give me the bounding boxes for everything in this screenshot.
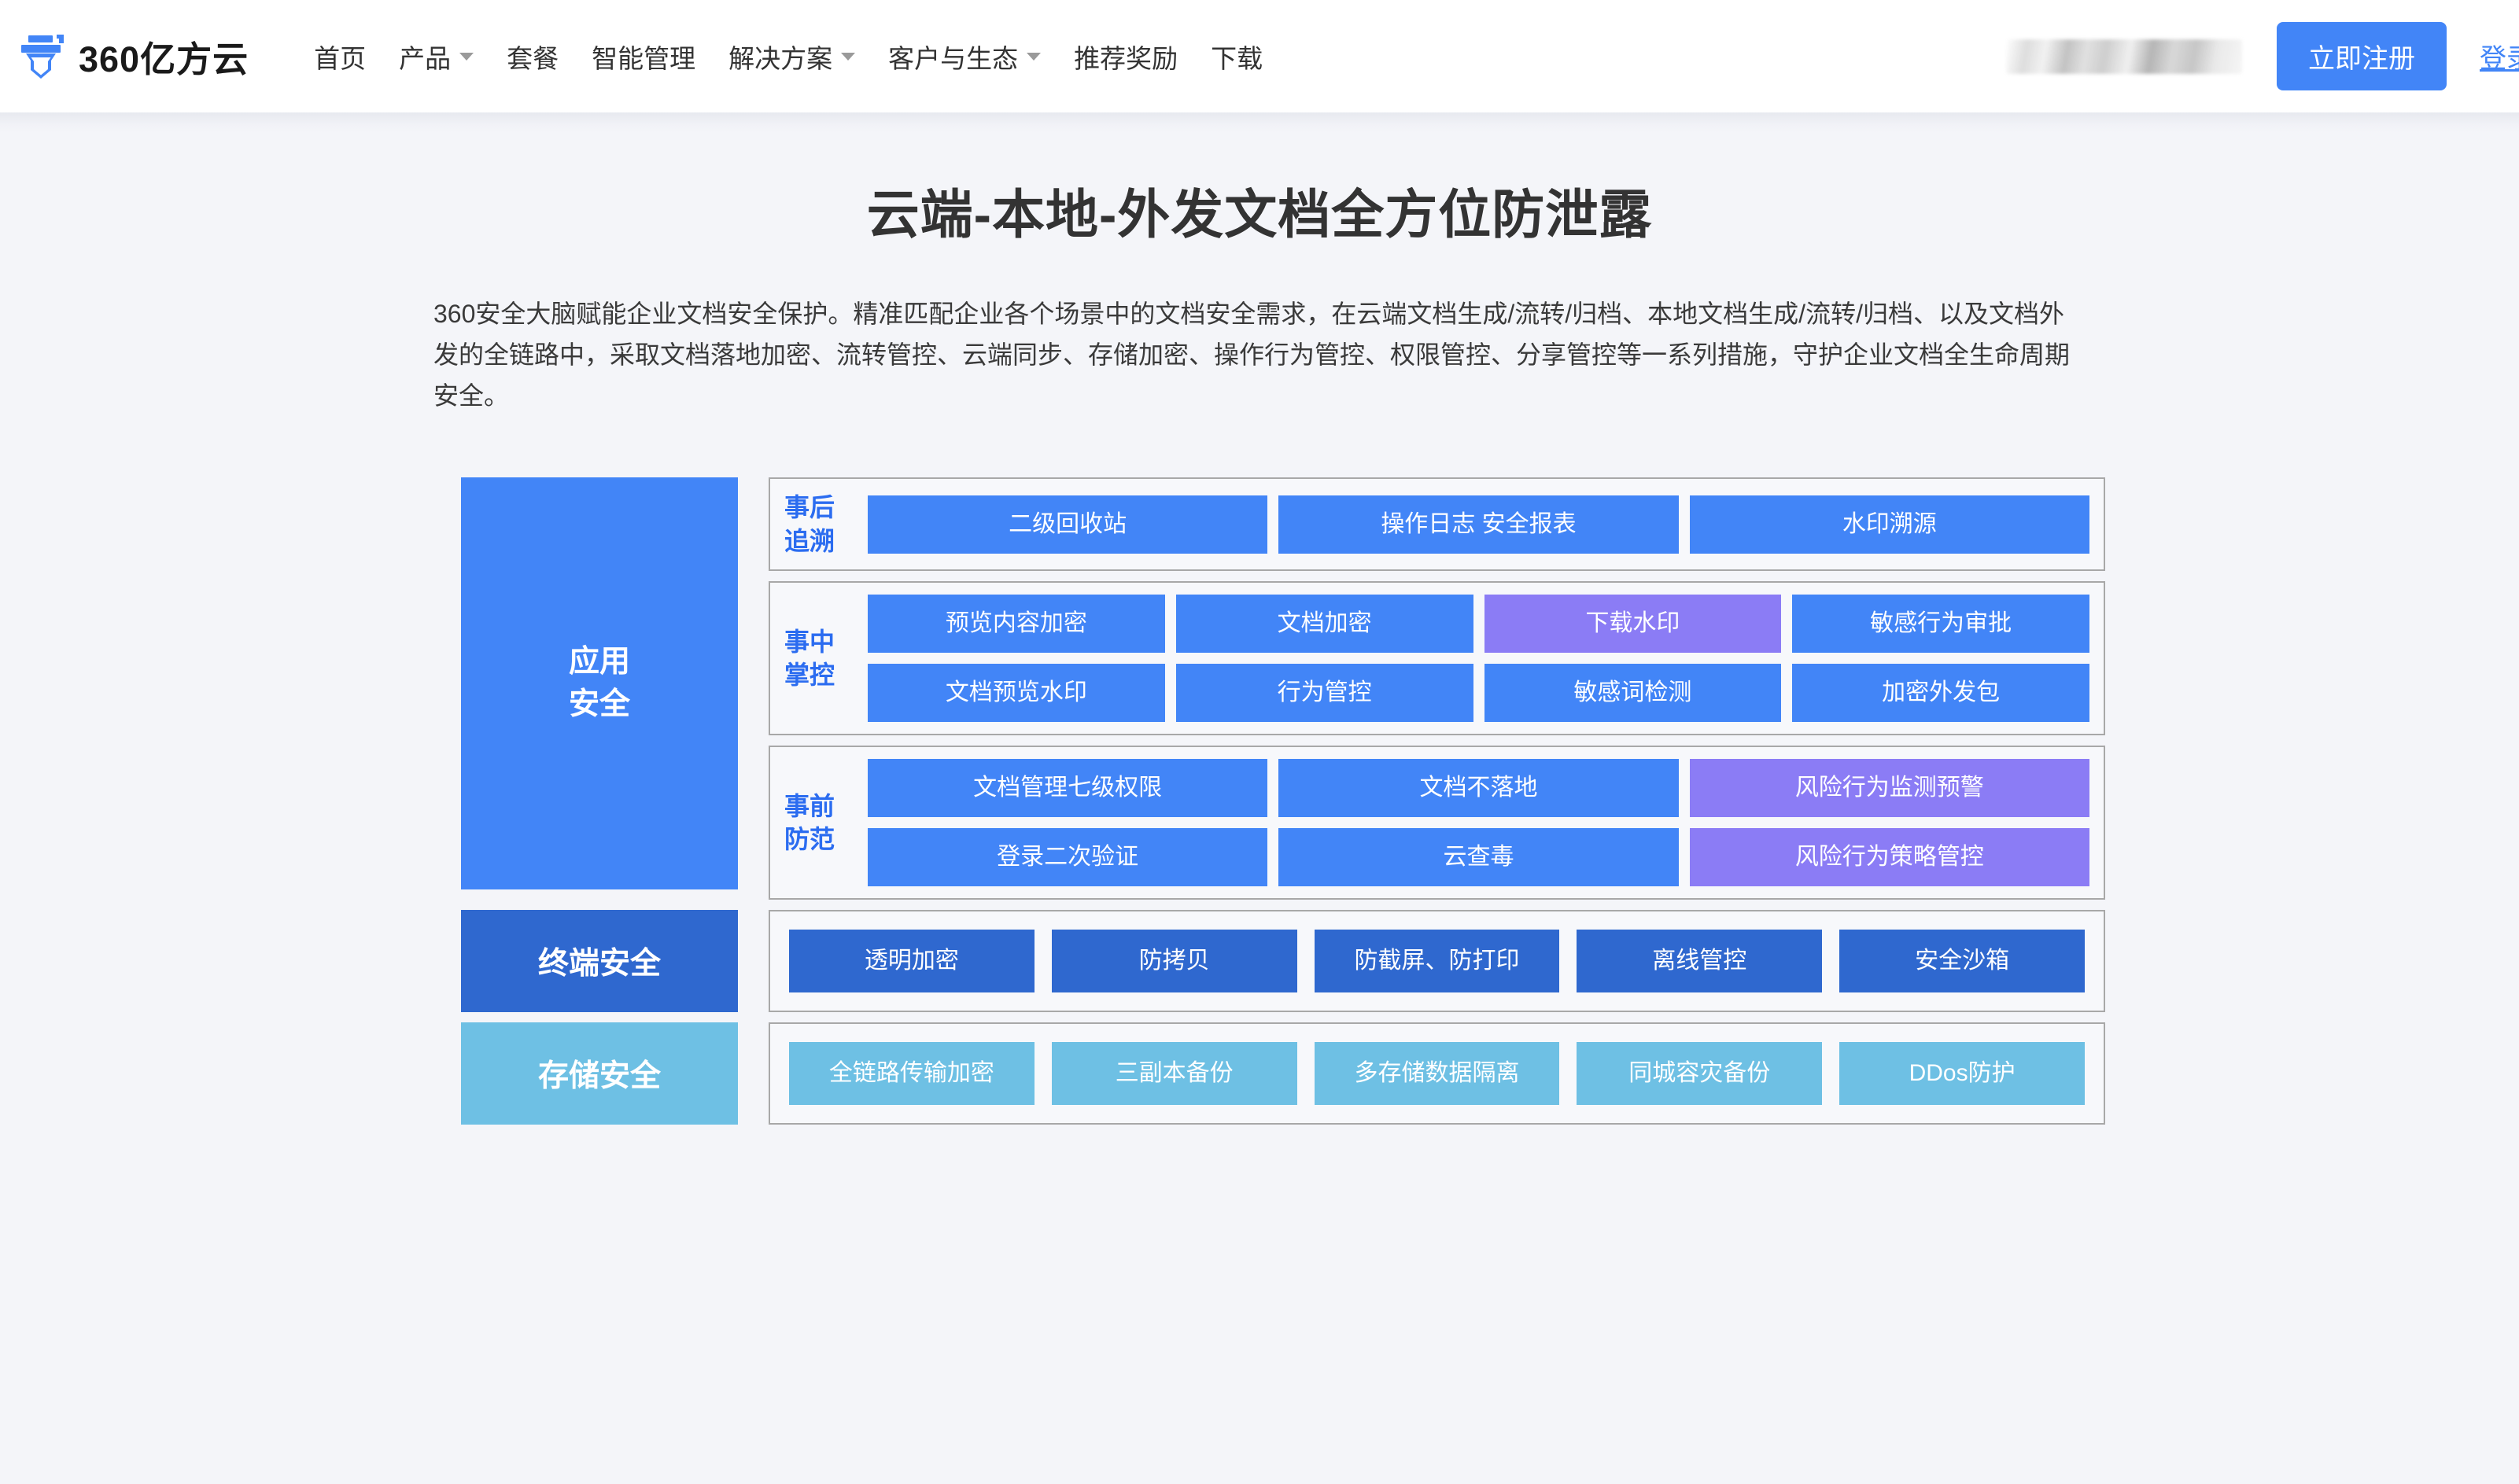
panel-grid-row: 文档管理七级权限 文档不落地 风险行为监测预警 <box>868 758 2089 817</box>
nav-item-label: 客户与生态 <box>888 43 1019 73</box>
nav-item-packages[interactable]: 套餐 <box>490 38 575 75</box>
application-security-panels: 事后追溯 二级回收站 操作日志 安全报表 水印溯源 事中掌控 预览内容加密 文档… <box>769 477 2105 900</box>
brand-text: 360亿方云 <box>79 39 249 79</box>
nav-item-label: 推荐奖励 <box>1074 43 1178 73</box>
hero-description: 360安全大脑赋能企业文档安全保护。精准匹配企业各个场景中的文档安全需求，在云端… <box>433 300 2071 410</box>
nav-item-label: 套餐 <box>507 43 559 73</box>
main-nav: 首页 产品 套餐 智能管理 解决方案 客户与生态 推荐奖励 下载 <box>297 38 1279 75</box>
nav-item-label: 智能管理 <box>592 43 696 73</box>
feature-chip[interactable]: 二级回收站 <box>868 495 1268 554</box>
feature-chip[interactable]: 三副本备份 <box>1051 1041 1297 1105</box>
application-security-row: 应用安全 事后追溯 二级回收站 操作日志 安全报表 水印溯源 事中掌控 <box>461 477 2105 900</box>
brand-logo[interactable]: 360亿方云 <box>17 31 249 82</box>
panel-label: 事后追溯 <box>784 493 835 555</box>
nav-item-label: 下载 <box>1211 43 1263 73</box>
feature-chip[interactable]: 风险行为监测预警 <box>1689 758 2089 817</box>
nav-item-solutions[interactable]: 解决方案 <box>712 38 872 75</box>
panel-label: 事中掌控 <box>784 627 835 689</box>
panel-grid-row: 登录二次验证 云查毒 风险行为策略管控 <box>868 827 2089 886</box>
feature-chip[interactable]: 文档预览水印 <box>868 663 1165 722</box>
feature-chip[interactable]: 防拷贝 <box>1051 929 1297 992</box>
feature-chip[interactable]: 离线管控 <box>1577 929 1823 992</box>
nav-actions: 立即注册 登录 <box>2006 22 2519 90</box>
panel-grid-row: 文档预览水印 行为管控 敏感词检测 加密外发包 <box>868 663 2089 722</box>
terminal-security-label: 终端安全 <box>461 909 738 1012</box>
register-button[interactable]: 立即注册 <box>2277 22 2447 90</box>
yifangyun-logo-icon <box>21 34 64 79</box>
storage-security-label: 存储安全 <box>461 1022 738 1125</box>
chevron-down-icon <box>1027 52 1042 61</box>
nav-item-smart-management[interactable]: 智能管理 <box>575 38 712 75</box>
panel-label: 事前防范 <box>784 791 835 853</box>
nav-item-label: 解决方案 <box>728 43 833 73</box>
feature-chip[interactable]: 安全沙箱 <box>1839 929 2085 992</box>
security-architecture-diagram: 应用安全 事后追溯 二级回收站 操作日志 安全报表 水印溯源 事中掌控 <box>461 477 2105 1125</box>
blurred-contact-phone <box>2006 39 2242 74</box>
feature-chip[interactable]: 文档不落地 <box>1278 758 1679 817</box>
nav-item-download[interactable]: 下载 <box>1194 38 1279 75</box>
hero-section: 云端-本地-外发文档全方位防泄露 360安全大脑赋能企业文档安全保护。精准匹配企… <box>0 112 2519 416</box>
feature-chip[interactable]: 风险行为策略管控 <box>1689 827 2089 886</box>
terminal-security-row: 终端安全 透明加密 防拷贝 防截屏、防打印 离线管控 安全沙箱 <box>461 909 2105 1012</box>
feature-chip[interactable]: 云查毒 <box>1278 827 1679 886</box>
feature-chip[interactable]: 水印溯源 <box>1689 495 2089 554</box>
application-security-label: 应用安全 <box>461 477 738 889</box>
feature-chip[interactable]: 同城容灾备份 <box>1577 1041 1823 1105</box>
top-navigation-bar: 360亿方云 首页 产品 套餐 智能管理 解决方案 客户与生态 推荐奖励 下载 <box>0 0 2519 112</box>
chevron-down-icon <box>841 52 856 61</box>
feature-chip[interactable]: 全链路传输加密 <box>789 1041 1035 1105</box>
panel-grid-row: 预览内容加密 文档加密 下载水印 敏感行为审批 <box>868 594 2089 653</box>
feature-chip[interactable]: 防截屏、防打印 <box>1314 929 1560 992</box>
feature-chip[interactable]: 预览内容加密 <box>868 594 1165 653</box>
panel-grid: 预览内容加密 文档加密 下载水印 敏感行为审批 文档预览水印 行为管控 敏感词检… <box>868 594 2089 722</box>
nav-item-customers-ecosystem[interactable]: 客户与生态 <box>872 38 1057 75</box>
feature-chip[interactable]: DDos防护 <box>1839 1041 2085 1105</box>
login-link[interactable]: 登录 <box>2480 44 2519 74</box>
feature-chip[interactable]: 下载水印 <box>1484 594 1782 653</box>
terminal-security-panel: 透明加密 防拷贝 防截屏、防打印 离线管控 安全沙箱 <box>769 909 2105 1012</box>
feature-chip[interactable]: 透明加密 <box>789 929 1035 992</box>
panel-post-incident-tracing: 事后追溯 二级回收站 操作日志 安全报表 水印溯源 <box>769 477 2105 571</box>
nav-item-label: 产品 <box>399 43 452 73</box>
panel-pre-incident-prevention: 事前防范 文档管理七级权限 文档不落地 风险行为监测预警 登录二次验证 云查毒 … <box>769 745 2105 900</box>
feature-chip[interactable]: 文档加密 <box>1175 594 1473 653</box>
storage-security-row: 存储安全 全链路传输加密 三副本备份 多存储数据隔离 同城容灾备份 DDos防护 <box>461 1022 2105 1125</box>
feature-chip[interactable]: 文档管理七级权限 <box>868 758 1268 817</box>
panel-grid: 文档管理七级权限 文档不落地 风险行为监测预警 登录二次验证 云查毒 风险行为策… <box>868 758 2089 886</box>
feature-chip[interactable]: 加密外发包 <box>1792 663 2089 722</box>
feature-chip[interactable]: 敏感行为审批 <box>1792 594 2089 653</box>
feature-chip[interactable]: 多存储数据隔离 <box>1314 1041 1560 1105</box>
feature-chip[interactable]: 操作日志 安全报表 <box>1278 495 1679 554</box>
nav-item-label: 首页 <box>314 43 367 73</box>
nav-item-home[interactable]: 首页 <box>297 38 382 75</box>
nav-item-referral-rewards[interactable]: 推荐奖励 <box>1057 38 1194 75</box>
panel-grid-row: 二级回收站 操作日志 安全报表 水印溯源 <box>868 495 2089 554</box>
panel-grid: 二级回收站 操作日志 安全报表 水印溯源 <box>868 495 2089 554</box>
page-title: 云端-本地-外发文档全方位防泄露 <box>866 186 1653 245</box>
feature-chip[interactable]: 登录二次验证 <box>868 827 1268 886</box>
panel-in-process-control: 事中掌控 预览内容加密 文档加密 下载水印 敏感行为审批 文档预览水印 行为管控… <box>769 580 2105 735</box>
chevron-down-icon <box>459 52 474 61</box>
feature-chip[interactable]: 敏感词检测 <box>1484 663 1782 722</box>
feature-chip[interactable]: 行为管控 <box>1175 663 1473 722</box>
navbar-shadow <box>0 112 2519 133</box>
nav-item-products[interactable]: 产品 <box>382 38 490 75</box>
storage-security-panel: 全链路传输加密 三副本备份 多存储数据隔离 同城容灾备份 DDos防护 <box>769 1022 2105 1125</box>
